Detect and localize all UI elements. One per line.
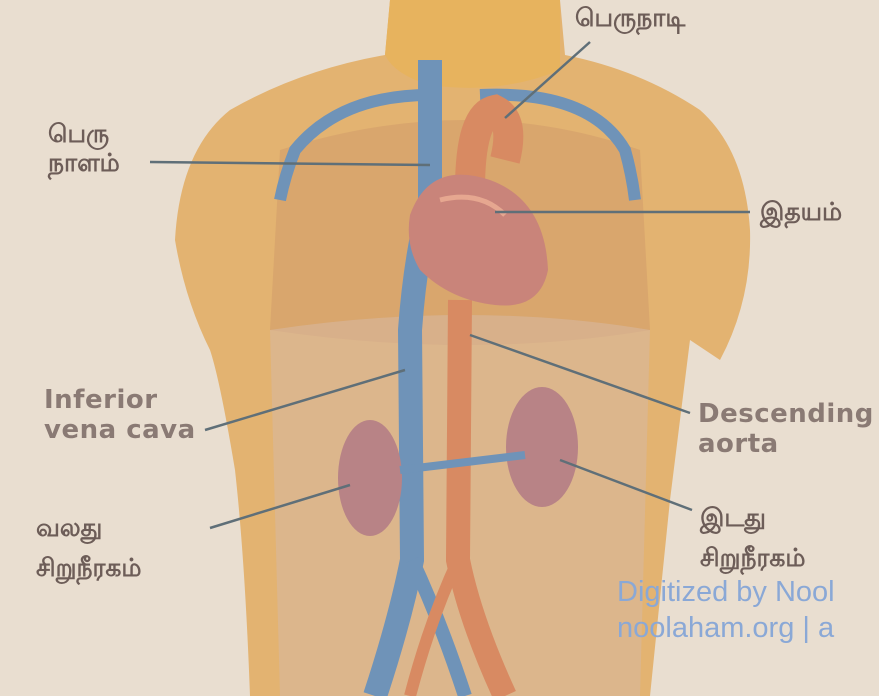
label-descending-aorta-line1: Descending bbox=[698, 400, 874, 430]
label-left-kidney: இடது சிறுநீரகம் bbox=[700, 498, 806, 578]
label-vena-cava-line1: பெரு bbox=[48, 120, 120, 149]
label-right-kidney-line2: சிறுநீரகம் bbox=[36, 548, 142, 588]
label-right-kidney-line1: வலது bbox=[36, 508, 142, 548]
label-descending-aorta-line2: aorta bbox=[698, 430, 874, 460]
watermark-line2: noolaham.org | a bbox=[617, 612, 834, 645]
label-descending-aorta: Descending aorta bbox=[698, 400, 874, 460]
label-inferior-vena-cava-line1: Inferior bbox=[44, 386, 196, 416]
label-vena-cava-line2: நாளம் bbox=[48, 149, 120, 178]
left-kidney bbox=[506, 387, 578, 507]
label-left-kidney-line2: சிறுநீரகம் bbox=[700, 538, 806, 578]
label-inferior-vena-cava: Inferior vena cava bbox=[44, 386, 196, 446]
label-aorta: பெருநாடி bbox=[575, 4, 685, 33]
watermark-line1: Digitized by Nool bbox=[617, 576, 835, 609]
label-inferior-vena-cava-line2: vena cava bbox=[44, 416, 196, 446]
label-left-kidney-line1: இடது bbox=[700, 498, 806, 538]
right-kidney bbox=[338, 420, 402, 536]
label-heart: இதயம் bbox=[760, 198, 842, 227]
label-right-kidney: வலது சிறுநீரகம் bbox=[36, 508, 142, 588]
label-vena-cava: பெரு நாளம் bbox=[48, 120, 120, 178]
neck bbox=[385, 0, 560, 88]
